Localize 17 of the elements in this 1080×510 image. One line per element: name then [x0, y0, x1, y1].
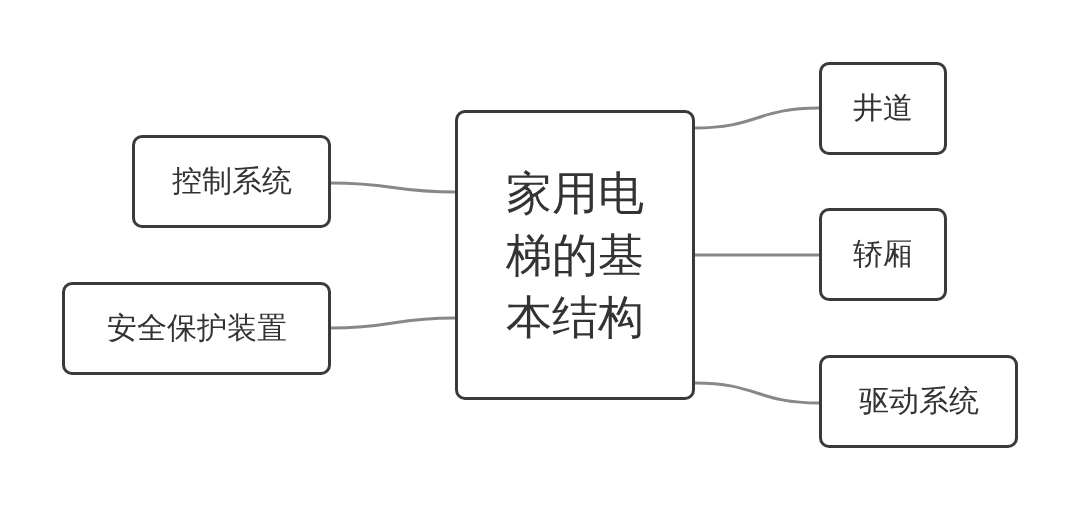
branch-topic-text: 控制系统 — [171, 162, 292, 200]
connector-line — [330, 316, 456, 330]
branch-topic-box — [132, 135, 331, 228]
branch-topic-box — [62, 282, 331, 375]
branch-topic-box — [819, 355, 1018, 448]
branch-topic-text: 驱动系统 — [858, 382, 979, 420]
branch-topic-text: 安全保护装置 — [106, 309, 287, 347]
connector-line — [694, 106, 820, 130]
branch-topic-text: 轿厢 — [853, 235, 913, 273]
connector-line — [330, 181, 456, 194]
branch-topic-text: 井道 — [853, 89, 913, 127]
connector-line — [695, 253, 819, 257]
central-topic-text: 家用电梯的基本结构 — [505, 164, 645, 347]
central-topic-box — [455, 110, 695, 400]
branch-topic-box — [819, 208, 947, 301]
branch-topic-box — [819, 62, 947, 155]
connector-line — [694, 381, 820, 405]
